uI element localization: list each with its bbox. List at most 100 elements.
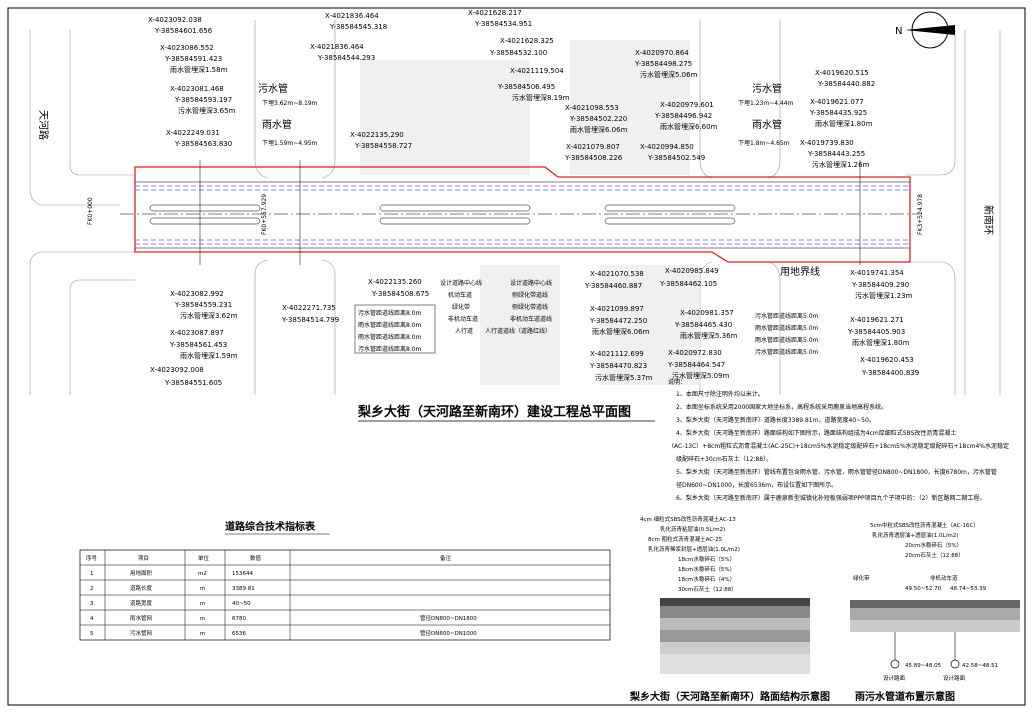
sewer-label-a: 污水管 <box>258 82 288 95</box>
coord-y: Y-38584498.275 <box>634 60 692 68</box>
road-name-left: 天河路 <box>37 110 50 140</box>
coord-note: 雨水管埋深5.36m <box>680 331 738 340</box>
coord-y: Y-38584534.951 <box>474 20 532 28</box>
coord-y: Y-38584506.495 <box>497 83 555 91</box>
table-cell: 40~50 <box>232 601 251 607</box>
layer-label: 18cm水稳碎石（5%） <box>678 555 735 563</box>
coord-y: Y-38584601.656 <box>154 27 213 35</box>
coord-x: X-4019620.515 <box>815 69 869 77</box>
table-cell: m <box>200 601 205 607</box>
coord-y: Y-38584470.823 <box>589 362 647 370</box>
coord-y: Y-38584514.799 <box>281 316 339 324</box>
rain-depth-a: 下埋1.59m~4.95m <box>262 139 318 147</box>
road-lines <box>120 160 920 265</box>
road-name-right: 新南环 <box>982 205 995 235</box>
table-cell: 道路长度 <box>130 584 153 592</box>
coord-x: X-4019620.453 <box>860 356 914 364</box>
coord-y: Y-38584502.549 <box>647 154 705 162</box>
coord-y: Y-38584591.423 <box>164 55 222 63</box>
note-line: 级配碎石+30cm石灰土（12:88）。 <box>676 455 772 463</box>
coord-x: X-4021628.217 <box>468 9 522 17</box>
coord-x: X-4020979.601 <box>660 101 714 109</box>
coord-note: 雨水管埋深6.06m <box>592 327 650 336</box>
offset-text: 污水管距道线距离8.0m <box>358 345 422 353</box>
coord-y: Y-38584405.903 <box>847 328 905 336</box>
coord-y: Y-38584558.727 <box>354 142 412 150</box>
layout-label: 绿化带 <box>853 574 870 582</box>
coord-x: X-4021836.464 <box>310 43 364 51</box>
offset-text: 雨水管距道线距离8.0m <box>358 321 422 329</box>
coord-note: 雨水管埋深1.59m <box>180 351 238 360</box>
chainage-start: FK0+000 <box>87 197 94 225</box>
table-cell: m <box>200 616 205 622</box>
coord-y: Y-38584563.830 <box>174 140 232 148</box>
pipe-layout-caption: 雨污水管道布置示意图 <box>855 690 955 703</box>
coord-x: X-4020972.830 <box>668 349 722 357</box>
coord-y: Y-38584435.925 <box>809 109 867 117</box>
drawing-frame <box>7 7 1026 706</box>
tech-table: 道路综合技术指标表 序号 项目 单位 数值 备注 1 用地面积 m2 15364… <box>79 520 611 641</box>
rain-label-b: 雨水管 <box>752 118 782 131</box>
coord-x: X-4022135.290 <box>350 131 404 139</box>
coord-y: Y-38584465.430 <box>674 321 732 329</box>
land-line-label: 用地界线 <box>780 265 820 278</box>
coord-y: Y-38584460.887 <box>584 282 642 290</box>
layer-label: 18cm水稳碎石（5%） <box>678 565 735 573</box>
layer-label: 5cm中粒式SBS改性沥青混凝土（AC-16C） <box>870 521 979 529</box>
coord-x: X-4021628.325 <box>500 37 554 45</box>
table-header: 项目 <box>138 555 149 562</box>
pipe-labels: 污水管 下埋3.62m~8.19m 雨水管 下埋1.59m~4.95m 污水管 … <box>258 82 820 278</box>
table-header: 序号 <box>86 554 98 562</box>
pavement-structure: 4cm 细粒式SBS改性沥青混凝土AC-13 乳化沥青粘层油(0.5L/m2) … <box>629 515 830 703</box>
note-line: 5、梨乡大街（天河路至新南环）管线布置包含雨水管、污水管，雨水管管径DN800~… <box>676 468 997 476</box>
table-cell: 5 <box>90 631 94 637</box>
sewer-depth-a: 下埋3.62m~8.19m <box>262 99 318 107</box>
offset-text: 雨水管距道线距离5.0m <box>755 336 819 344</box>
legend-item: 设计道路中心线 <box>440 279 482 287</box>
note-line: 3、梨乡大街（天河路至新南环）道路长度3389.81m，道路宽度40~50。 <box>676 416 875 424</box>
coord-y: Y-38584400.839 <box>861 369 919 377</box>
north-label: N <box>895 26 902 37</box>
coord-note: 污水管埋深3.65m <box>178 106 236 115</box>
chainage-end: FK3+524.978 <box>917 194 924 235</box>
layout-label: 设计路面 <box>943 674 966 682</box>
offset-text: 污水管距道线距离8.0m <box>358 309 422 317</box>
table-cell: 2 <box>90 586 94 592</box>
coord-y: Y-38584443.255 <box>807 150 865 158</box>
coord-note: 雨水管埋深1.80m <box>852 338 910 347</box>
note-line: 2、本图坐标系统采用2000国家大地坐标系，高程系统采用鹿泉当地高程系统。 <box>676 403 887 411</box>
layer-label: 乳化沥青透层油+透层油(1.0L/m2) <box>872 531 958 539</box>
sewer-depth-b: 下埋1.23m~4.44m <box>738 99 794 107</box>
coord-x: X-4021079.807 <box>566 143 620 151</box>
table-cell: 4 <box>90 616 94 622</box>
layout-label: 设计路面 <box>883 674 906 682</box>
coord-note: 污水管埋深8.19m <box>512 93 570 102</box>
drawing-title: 梨乡大街（天河路至新南环）建设工程总平面图 <box>357 404 631 420</box>
coord-x: X-4023092.008 <box>150 366 204 374</box>
note-line: 6、梨乡大街（天河路至新南环）属于鹿泉新型城镇化补短板强弱项PPP项目九个子项中… <box>676 494 986 502</box>
coord-y: Y-38584561.453 <box>169 341 227 349</box>
coord-x: X-4021098.553 <box>565 104 619 112</box>
table-cell: m2 <box>198 571 207 577</box>
legend-item: 非机动车道道线 <box>510 315 552 323</box>
coord-y: Y-38584559.231 <box>174 301 232 309</box>
table-cell: m <box>200 631 205 637</box>
coord-y: Y-38584464.547 <box>667 361 725 369</box>
coord-y: Y-38584508.675 <box>371 290 429 298</box>
note-line: 1、本图尺寸除注明外均以米计。 <box>676 390 764 398</box>
table-cell: 3389.81 <box>232 586 255 592</box>
offset-text: 污水管距道线距离5.0m <box>755 312 819 320</box>
offset-box-b: 污水管距道线距离5.0m 雨水管距道线距离5.0m 雨水管距道线距离5.0m 污… <box>755 312 819 356</box>
coord-x: X-4022249.031 <box>166 129 220 137</box>
offset-box-a: 污水管距道线距离8.0m 雨水管距道线距离8.0m 雨水管距道线距离8.0m 污… <box>354 304 436 354</box>
coord-x: X-4019621.271 <box>850 316 904 324</box>
layer-label: 18cm水稳碎石（4%） <box>678 575 735 583</box>
coord-note: 污水管埋深5.37m <box>595 373 653 382</box>
legend-item: 机动车道 <box>448 291 472 299</box>
structure-caption: 梨乡大街（天河路至新南环）路面结构示意图 <box>629 690 830 703</box>
coord-x: X-4023081.468 <box>170 85 224 93</box>
coord-x: X-4020970.864 <box>635 49 689 57</box>
coord-x: X-4023092.038 <box>148 16 202 24</box>
notes-title: 说明： <box>668 378 686 386</box>
